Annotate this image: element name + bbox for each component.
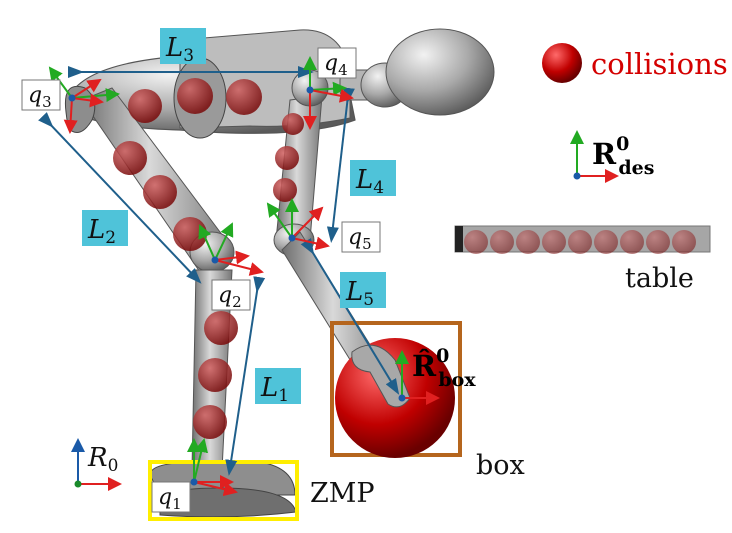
- joint-label-q3: q3: [21, 79, 61, 111]
- svg-text:q1: q1: [158, 485, 182, 513]
- svg-text:L3: L3: [165, 33, 194, 66]
- joint-label-q5: q5: [341, 221, 381, 253]
- svg-text:q3: q3: [28, 83, 52, 111]
- frame-q5: [266, 198, 330, 251]
- link-label-l2: L2: [82, 210, 128, 248]
- world-frame: [71, 438, 122, 491]
- link-label-l3: L3: [160, 28, 206, 66]
- frame-q1: [187, 438, 238, 497]
- svg-text:L1: L1: [260, 373, 289, 406]
- box-label: box: [476, 450, 525, 481]
- joint-label-q2: q2: [211, 279, 251, 311]
- link-label-l4: L4: [350, 160, 396, 198]
- zmp-region: [148, 460, 299, 521]
- joint-label-q1: q1: [151, 481, 191, 513]
- table-label: table: [625, 263, 694, 294]
- table: [454, 225, 711, 254]
- link-label-l1: L1: [255, 368, 301, 406]
- link-dimension-lines: [38, 66, 400, 476]
- svg-text:q4: q4: [324, 51, 348, 79]
- svg-text:q5: q5: [348, 225, 372, 253]
- frame-q3: [48, 66, 120, 134]
- link-label-l5: L5: [340, 272, 386, 310]
- desired-frame: [570, 130, 619, 183]
- collisions-legend-label: collisions: [591, 47, 728, 81]
- svg-text:L4: L4: [355, 165, 384, 198]
- frame-box: [395, 350, 440, 405]
- frame-q2: [198, 222, 264, 276]
- red-sphere-icon: [542, 43, 582, 83]
- joint-frames: [48, 56, 440, 497]
- frame-q4: [303, 56, 354, 130]
- world-frame-label: R0: [87, 443, 118, 476]
- joint-label-q4: q4: [317, 47, 357, 79]
- svg-text:L2: L2: [87, 215, 116, 248]
- zmp-label: ZMP: [310, 478, 375, 509]
- svg-text:q2: q2: [218, 283, 242, 311]
- svg-text:L5: L5: [345, 277, 374, 310]
